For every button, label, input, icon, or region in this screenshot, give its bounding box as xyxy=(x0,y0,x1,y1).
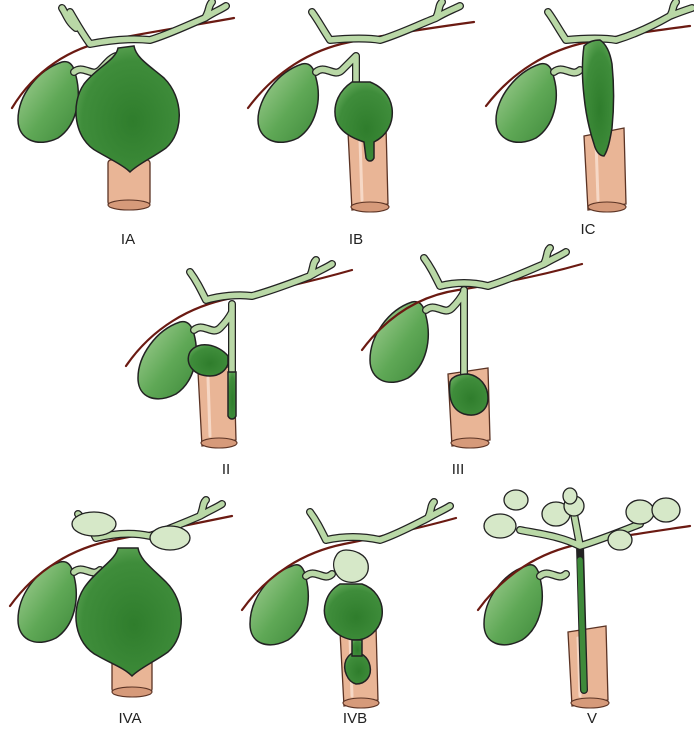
intrahepatic-cyst xyxy=(652,498,680,522)
panel-IB: IB xyxy=(248,2,474,248)
gallbladder xyxy=(258,64,318,143)
bile-ducts xyxy=(306,502,450,577)
gallbladder xyxy=(496,64,556,143)
panel-label-IVA: IVA xyxy=(118,710,141,727)
bile-ducts xyxy=(424,248,566,390)
panel-V: V xyxy=(478,488,690,727)
duodenum xyxy=(568,626,609,708)
intrahepatic-cyst xyxy=(150,526,190,550)
intrahepatic-cyst xyxy=(626,500,654,524)
cyst xyxy=(188,345,228,376)
panel-label-IB: IB xyxy=(349,231,363,248)
intrahepatic-cyst xyxy=(608,530,632,550)
gallbladder xyxy=(250,565,308,645)
panel-label-IA: IA xyxy=(121,231,135,248)
panel-II: II xyxy=(126,260,352,478)
cyst xyxy=(76,46,179,172)
panel-III: III xyxy=(362,248,582,478)
intrahepatic-cyst xyxy=(484,514,516,538)
panel-label-IVB: IVB xyxy=(343,710,367,727)
panel-label-II: II xyxy=(222,461,230,478)
cyst xyxy=(324,584,382,640)
panel-label-V: V xyxy=(587,710,597,727)
bile-ducts xyxy=(548,2,692,73)
cyst-stump xyxy=(228,372,236,419)
panel-IA: IA xyxy=(12,2,234,248)
intrahepatic-cyst xyxy=(72,512,116,536)
cyst-upper xyxy=(334,550,369,582)
gallbladder xyxy=(484,565,542,645)
gallbladder xyxy=(18,562,76,643)
panel-IVB: IVB xyxy=(242,502,456,727)
intrahepatic-cyst xyxy=(563,488,577,504)
panel-label-IC: IC xyxy=(581,221,596,238)
cyst-connector xyxy=(352,640,362,656)
intrahepatic-cyst xyxy=(504,490,528,510)
panel-label-III: III xyxy=(452,461,465,478)
gallbladder xyxy=(18,62,78,143)
panel-IC: IC xyxy=(486,2,692,238)
cyst xyxy=(76,548,181,676)
panel-IVA: IVA xyxy=(10,500,232,727)
